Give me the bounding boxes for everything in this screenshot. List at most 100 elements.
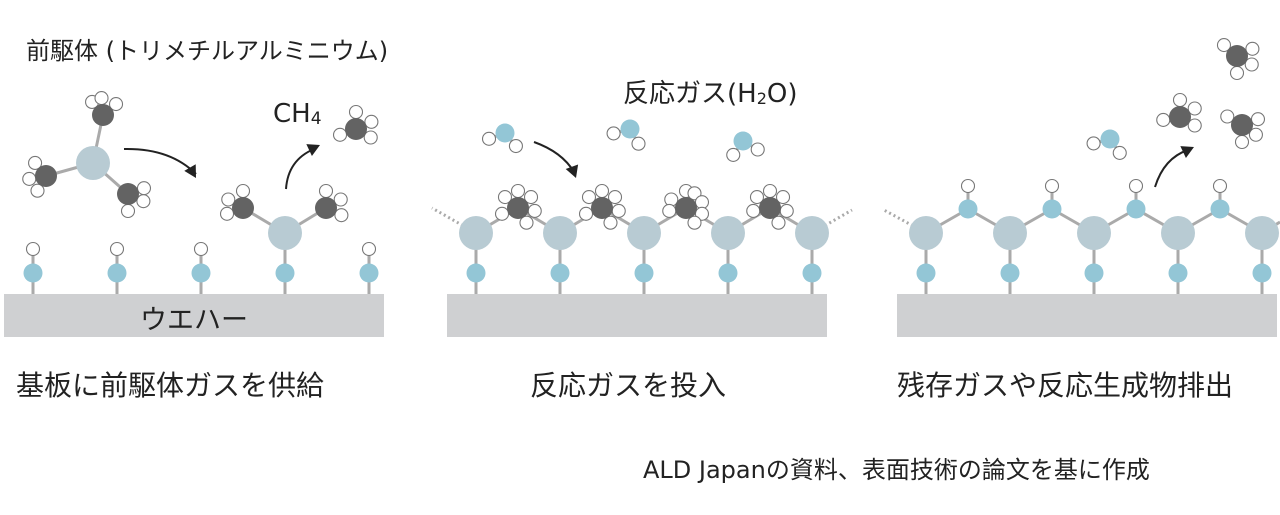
hydrogen-atom bbox=[775, 190, 791, 205]
hydrogen-atom bbox=[481, 131, 497, 146]
oxygen-atom bbox=[191, 263, 211, 283]
hydrogen-atom bbox=[363, 130, 378, 145]
hydrogen-atom bbox=[219, 206, 235, 221]
hydrogen-atom bbox=[607, 190, 623, 205]
hydrogen-atom bbox=[30, 183, 45, 198]
carbon-atom bbox=[92, 104, 114, 126]
hydrogen-atom bbox=[1086, 136, 1101, 151]
hydrogen-atom bbox=[1156, 112, 1171, 128]
oxygen-atom bbox=[634, 263, 654, 283]
wafer-substrate bbox=[4, 294, 384, 337]
oxygen-atom bbox=[733, 131, 753, 151]
hydrogen-atom bbox=[94, 91, 109, 106]
hydrogen-atom bbox=[1044, 178, 1060, 194]
aluminum-atom bbox=[459, 216, 493, 250]
hydrogen-atom bbox=[1248, 127, 1263, 142]
oxygen-atom bbox=[718, 263, 738, 283]
hydrogen-atom bbox=[1172, 92, 1188, 108]
carbon-atom bbox=[759, 197, 781, 219]
hydrogen-atom bbox=[746, 203, 761, 219]
hydrogen-atom bbox=[510, 183, 526, 199]
hydrogen-atom bbox=[22, 171, 37, 187]
hydrogen-atom bbox=[662, 203, 677, 219]
reactant-gas-suffix: O) bbox=[766, 79, 798, 109]
wafer-substrate bbox=[897, 294, 1277, 337]
carbon-atom bbox=[675, 197, 697, 219]
hydrogen-atom bbox=[235, 183, 251, 199]
aluminum-atom bbox=[268, 216, 302, 250]
hydrogen-atom bbox=[28, 155, 43, 171]
carbon-atom bbox=[35, 165, 57, 187]
oxygen-atom bbox=[916, 263, 936, 283]
hydrogen-atom bbox=[527, 203, 542, 219]
oxygen-atom bbox=[802, 263, 822, 283]
hydrogen-atom bbox=[594, 183, 610, 199]
oxygen-atom bbox=[1126, 199, 1146, 219]
hydrogen-atom bbox=[606, 126, 621, 141]
hydrogen-atom bbox=[1216, 38, 1232, 53]
oxygen-atom bbox=[107, 263, 127, 283]
hydrogen-atom bbox=[497, 190, 513, 205]
hydrogen-atom bbox=[494, 206, 510, 221]
hydrogen-atom bbox=[193, 241, 209, 257]
oxygen-atom bbox=[1100, 129, 1120, 149]
oxygen-atom bbox=[1252, 263, 1272, 283]
oxygen-atom bbox=[466, 263, 486, 283]
arrowhead bbox=[1180, 146, 1194, 159]
hydrogen-atom bbox=[1245, 41, 1260, 56]
carbon-atom bbox=[345, 118, 367, 140]
hydrogen-atom bbox=[136, 181, 152, 196]
hydrogen-atom bbox=[687, 215, 702, 230]
atoms bbox=[22, 38, 1279, 283]
hydrogen-atom bbox=[749, 190, 765, 205]
reaction-arrow bbox=[533, 141, 575, 173]
hydrogen-atom bbox=[631, 136, 646, 151]
hydrogen-atom bbox=[1187, 101, 1202, 116]
oxygen-atom bbox=[495, 123, 515, 143]
hydrogen-atom bbox=[1229, 65, 1245, 81]
wafer-label: ウエハー bbox=[140, 305, 248, 336]
methane-subscript: 4 bbox=[310, 109, 322, 129]
step-3-caption: 残存ガスや反応生成物排出 bbox=[897, 369, 1234, 402]
hydrogen-atom bbox=[136, 194, 151, 209]
hydrogen-atom bbox=[611, 203, 626, 219]
oxygen-atom bbox=[1168, 263, 1188, 283]
bond bbox=[431, 206, 477, 235]
oxygen-atom bbox=[359, 263, 379, 283]
carbon-atom bbox=[1231, 114, 1253, 136]
hydrogen-atom bbox=[1128, 178, 1144, 194]
hydrogen-atom bbox=[726, 147, 741, 162]
hydrogen-atom bbox=[581, 190, 597, 205]
hydrogen-atom bbox=[603, 215, 618, 230]
arrowhead bbox=[184, 164, 196, 178]
oxygen-atom bbox=[1000, 263, 1020, 283]
hydrogen-atom bbox=[687, 186, 702, 201]
hydrogen-atom bbox=[578, 206, 594, 221]
hydrogen-atom bbox=[762, 183, 778, 199]
aluminum-atom bbox=[1161, 216, 1195, 250]
hydrogen-atom bbox=[120, 203, 136, 219]
oxygen-atom bbox=[620, 119, 640, 139]
hydrogen-atom bbox=[1212, 178, 1228, 194]
oxygen-atom bbox=[1042, 199, 1062, 219]
aluminum-atom bbox=[1077, 216, 1111, 250]
methane-label: CH4 bbox=[273, 99, 322, 129]
methane-formula: CH bbox=[273, 99, 311, 129]
hydrogen-atom bbox=[361, 241, 377, 257]
oxygen-atom bbox=[1210, 199, 1230, 219]
hydrogen-atom bbox=[108, 97, 124, 112]
hydrogen-atom bbox=[1187, 118, 1202, 133]
carbon-atom bbox=[315, 197, 337, 219]
hydrogen-atom bbox=[960, 178, 976, 194]
carbon-atom bbox=[1226, 45, 1248, 67]
arrowhead bbox=[565, 164, 579, 178]
hydrogen-atom bbox=[334, 208, 349, 223]
step-2-caption: 反応ガスを投入 bbox=[530, 369, 727, 402]
step-1-caption: 基板に前駆体ガスを供給 bbox=[16, 369, 325, 402]
hydrogen-atom bbox=[318, 183, 334, 199]
hydrogen-atom bbox=[771, 215, 786, 230]
oxygen-atom bbox=[1084, 263, 1104, 283]
hydrogen-atom bbox=[109, 241, 125, 257]
hydrogen-atom bbox=[332, 127, 348, 142]
arrows bbox=[123, 141, 1194, 190]
